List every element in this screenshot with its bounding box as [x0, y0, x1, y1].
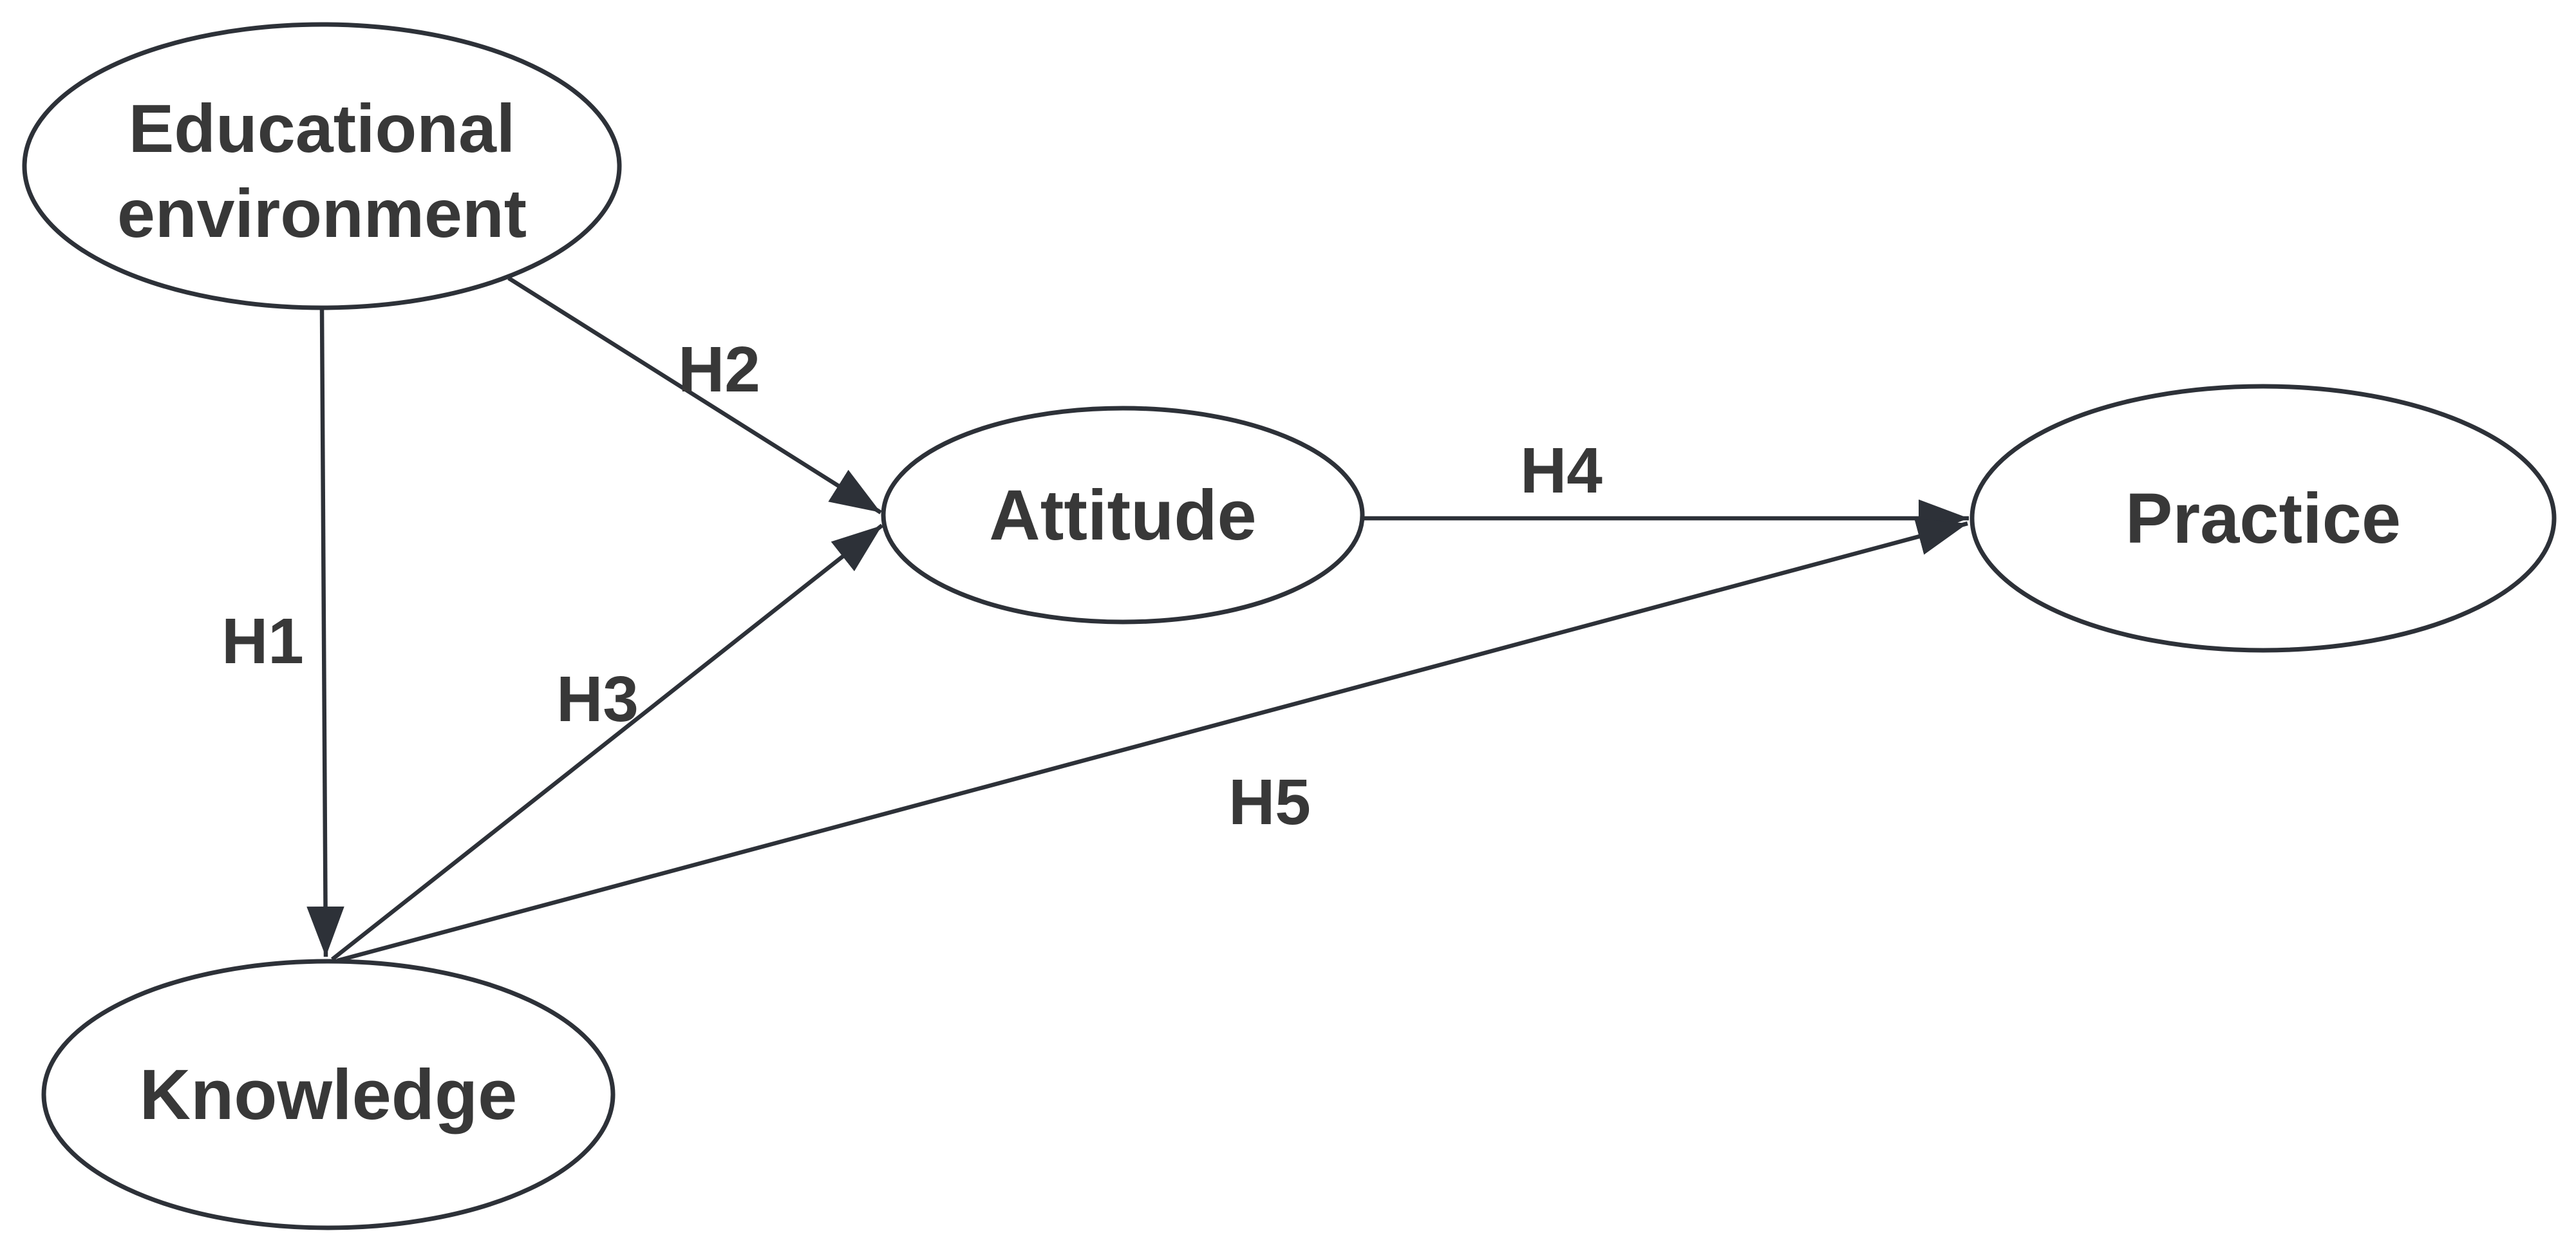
edge-h1-label: H1 [221, 605, 304, 677]
node-practice: Practice [1970, 384, 2557, 653]
edge-h3-label: H3 [556, 663, 639, 735]
edge-h2-arrow [507, 276, 882, 514]
node-knowledge: Knowledge [41, 959, 616, 1230]
knowledge-ellipse [41, 959, 616, 1230]
knowledge-label: Knowledge [140, 1055, 518, 1134]
educational-environment-label-line1: Educational [129, 91, 516, 167]
node-attitude: Attitude [881, 406, 1365, 625]
edge-h1-arrow [306, 307, 344, 957]
edges-layer [306, 276, 1969, 963]
edge-h4-label: H4 [1520, 435, 1603, 507]
practice-ellipse [1970, 384, 2557, 653]
edge-labels-layer: H1 H2 H3 H4 H5 [221, 334, 1603, 838]
practice-label: Practice [2125, 479, 2401, 558]
educational-environment-label-line2: environment [117, 176, 527, 252]
educational-environment-ellipse [22, 22, 622, 310]
attitude-label: Attitude [989, 476, 1256, 555]
node-educational-environment: Educational environment [22, 22, 622, 310]
edge-h3-arrow [330, 523, 884, 961]
attitude-ellipse [881, 406, 1365, 625]
edge-h2-label: H2 [678, 334, 760, 406]
edge-h5-arrow [337, 518, 1968, 963]
edge-h5-label: H5 [1228, 766, 1311, 838]
